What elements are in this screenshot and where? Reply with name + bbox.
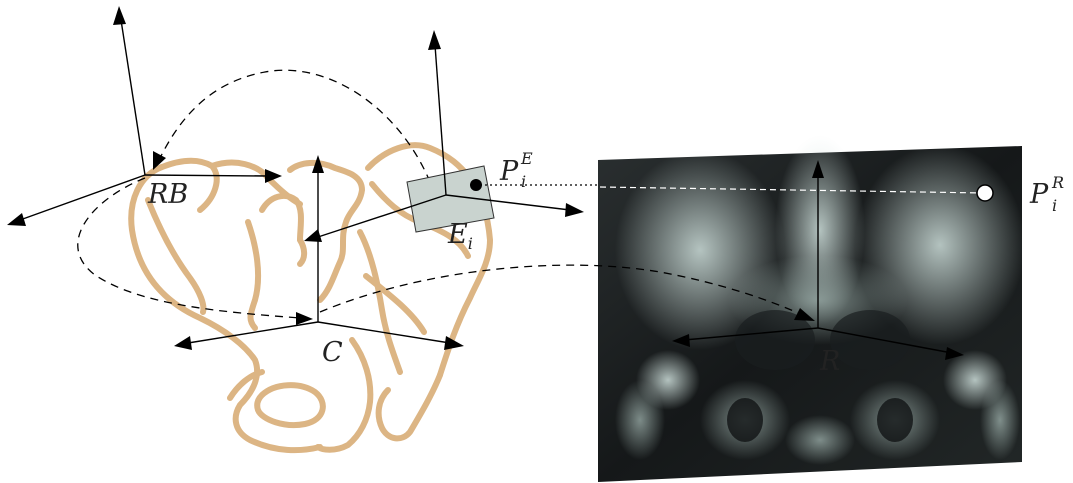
label-pe: P E i bbox=[499, 149, 533, 191]
label-pe-base: P bbox=[499, 156, 519, 187]
label-pr-base: P bbox=[1029, 179, 1049, 210]
label-pr: P R i bbox=[1029, 173, 1064, 215]
label-pr-sup: R bbox=[1051, 173, 1064, 192]
xray-image bbox=[598, 135, 1025, 482]
marker-ei bbox=[304, 30, 600, 242]
label-pe-sub: i bbox=[521, 172, 526, 191]
point-pe-icon bbox=[470, 179, 482, 191]
label-pr-sub: i bbox=[1052, 196, 1057, 215]
label-r: R bbox=[819, 346, 840, 377]
frame-rb-axes bbox=[7, 6, 282, 226]
point-pr-icon bbox=[977, 185, 993, 201]
label-ei: Ei bbox=[447, 219, 473, 253]
label-pe-sup: E bbox=[520, 149, 533, 168]
label-c: C bbox=[322, 337, 343, 368]
label-rb: RB bbox=[147, 179, 188, 210]
